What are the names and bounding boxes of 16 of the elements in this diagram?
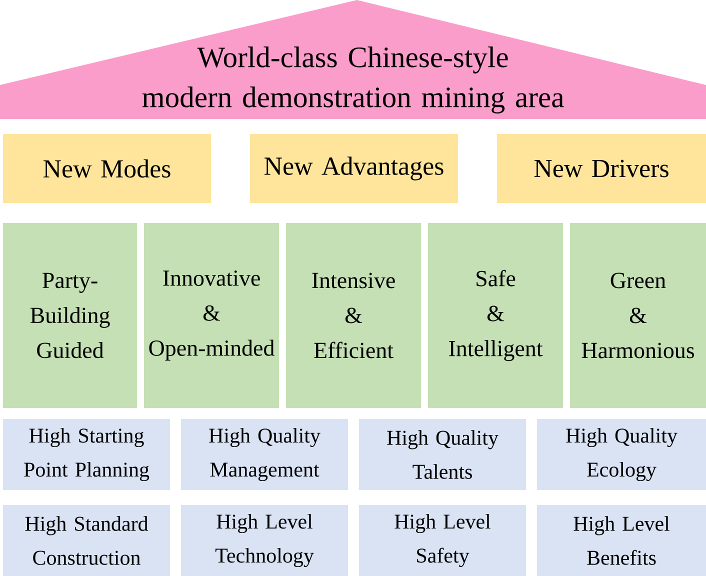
base-box: High Quality Management [181,419,348,490]
base-box: High Quality Ecology [537,419,706,490]
heading-box: New Drivers [497,134,706,203]
base-box: High Quality Talents [359,419,526,490]
base-box: High Level Safety [359,505,526,576]
base-box: High Level Benefits [537,505,706,576]
pillar-box: Green & Harmonious [570,223,706,408]
pillar-box: Intensive & Efficient [286,223,421,408]
heading-box: New Modes [3,134,211,203]
base-box: High Level Technology [181,505,348,576]
pillar-box: Innovative & Open-minded [144,223,279,408]
pillar-box: Safe & Intelligent [428,223,563,408]
pillar-box: Party-Building Guided [3,223,137,408]
base-box: High Standard Construction [3,505,170,576]
base-box: High Starting Point Planning [3,419,170,490]
heading-box: New Advantages [250,134,458,203]
